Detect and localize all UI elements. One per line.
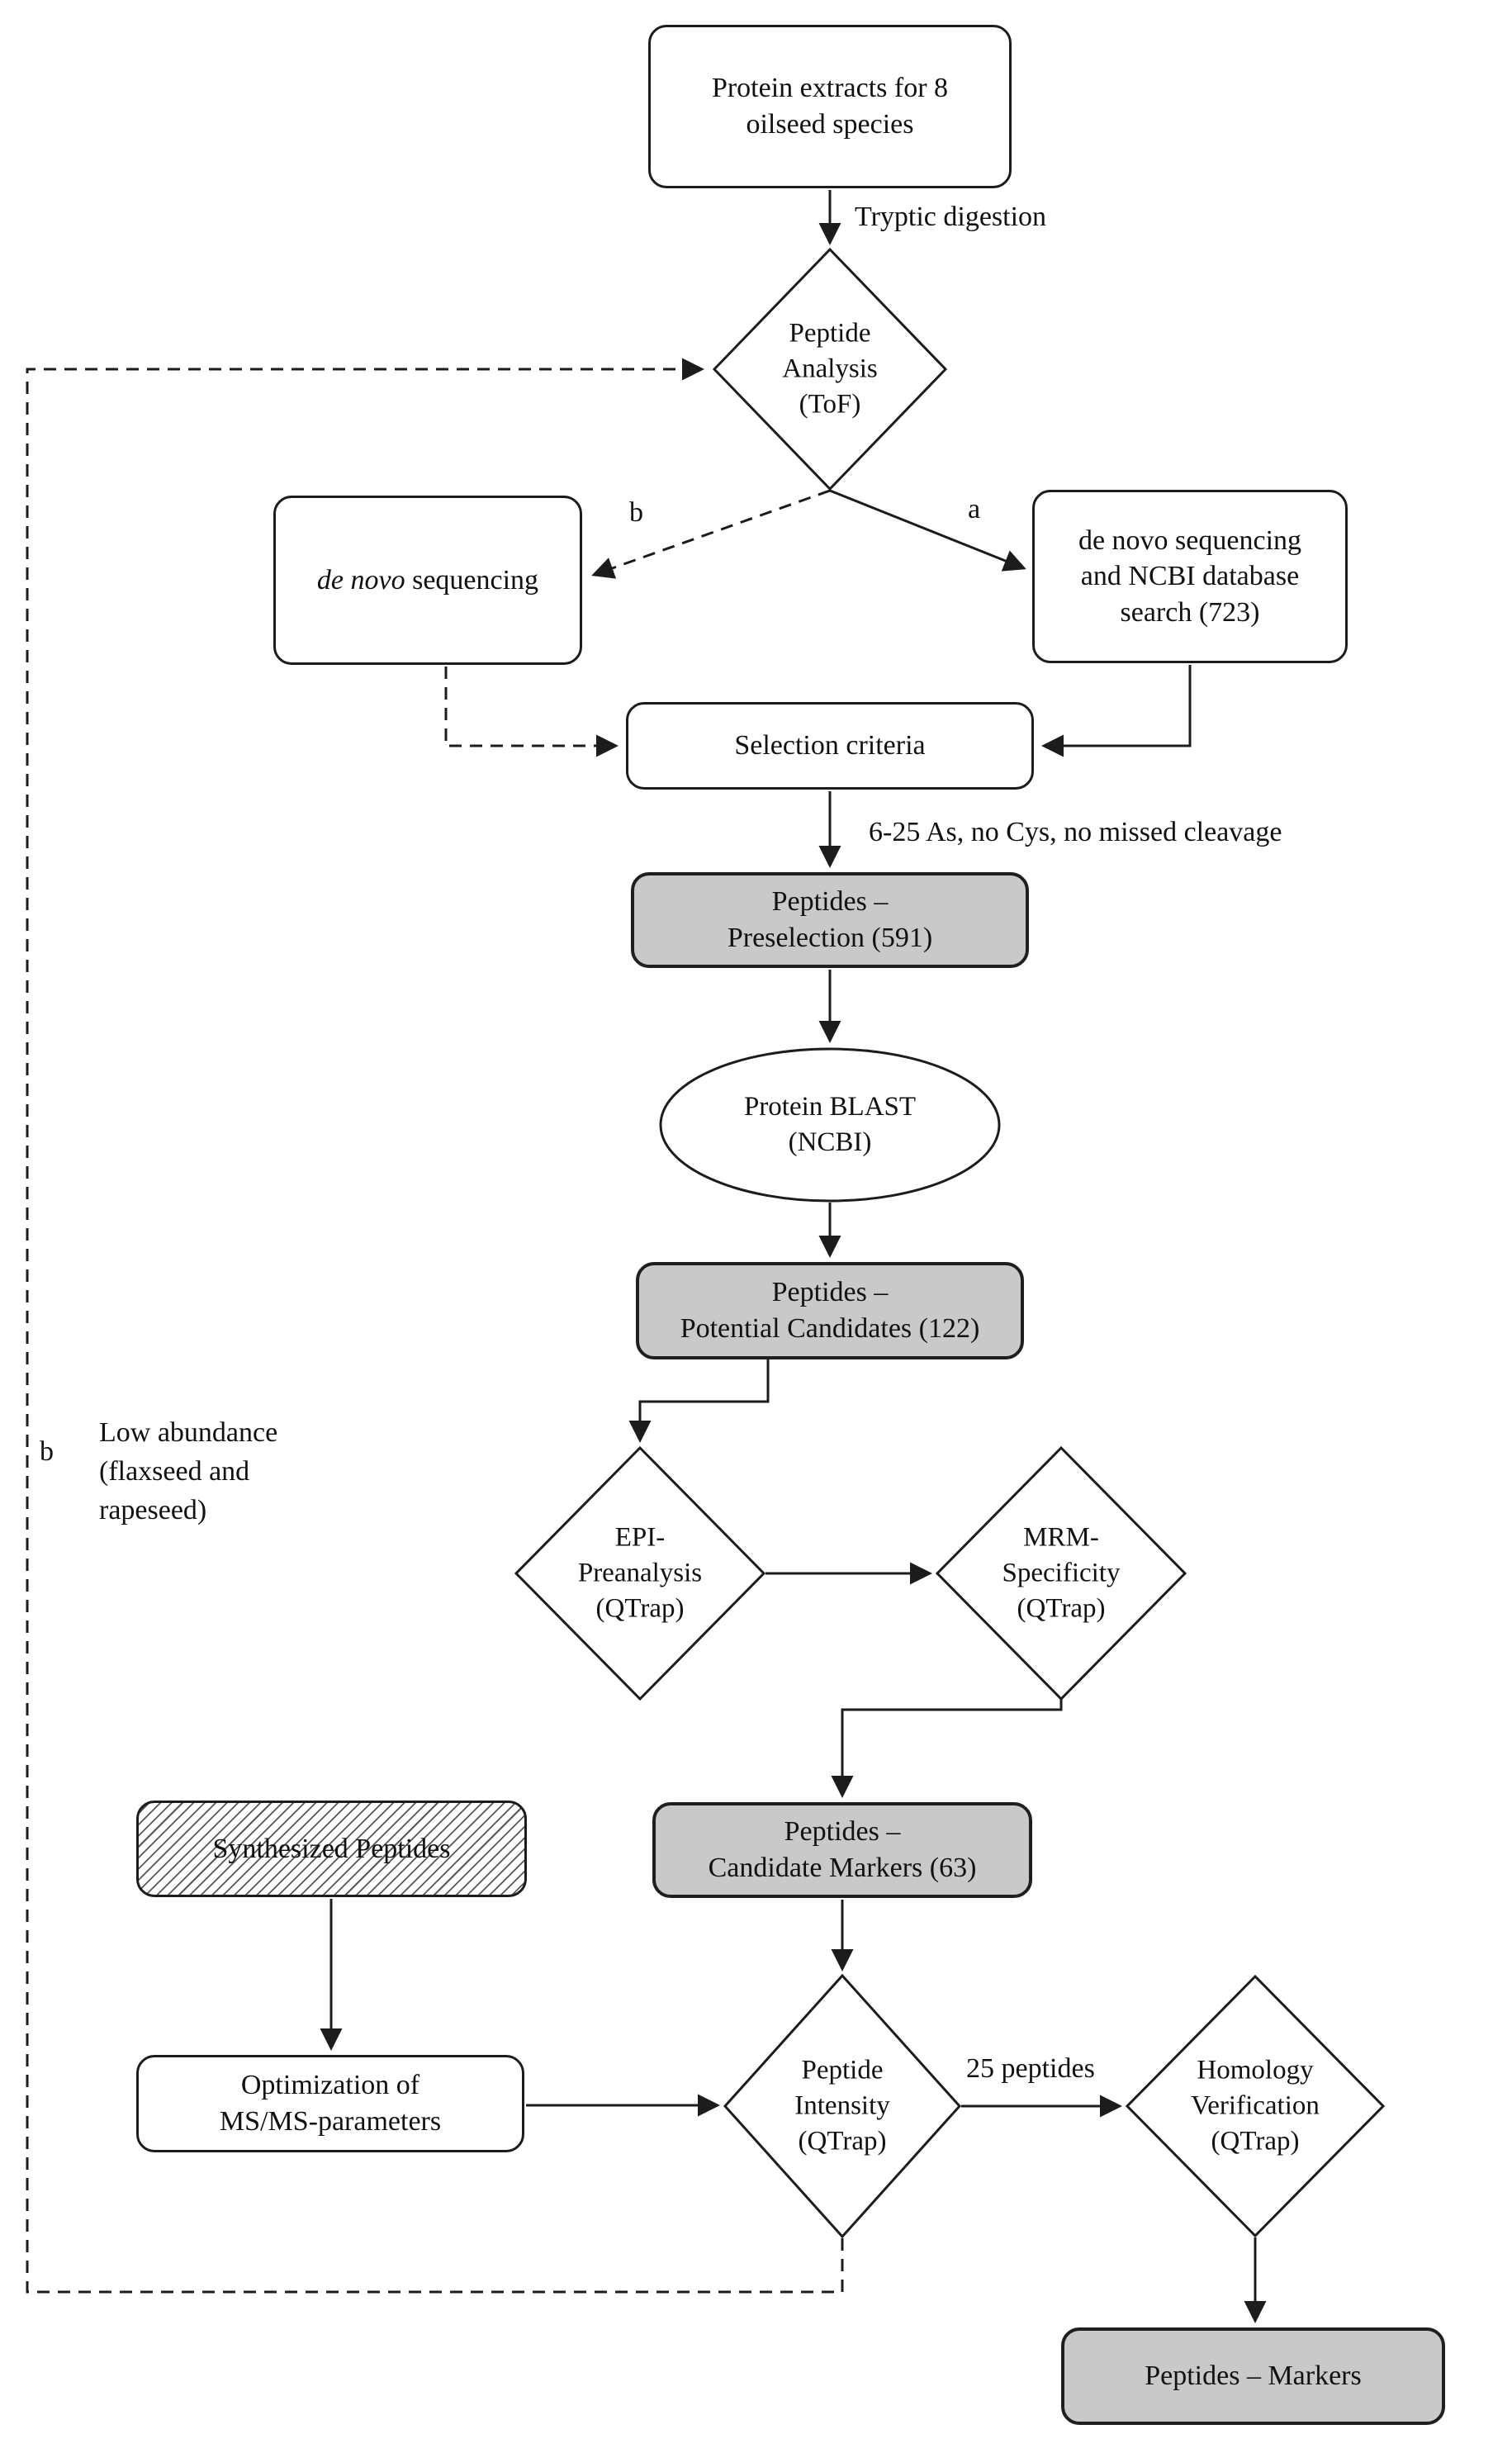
peptide-intensity-diamond <box>723 1973 962 2239</box>
edge-label-low-abundance: Low abundance (flaxseed and rapeseed) <box>99 1417 278 1525</box>
node-peptides-markers: Peptides – Markers <box>1061 2327 1445 2425</box>
node-optimization-msms: Optimization of MS/MS-parameters <box>136 2055 524 2152</box>
epi-preanalysis-diamond <box>514 1445 766 1701</box>
arrow-intensity-feedback-loop-dashed <box>26 358 844 2294</box>
edge-label-loop-b: b <box>40 1436 54 1467</box>
node-de-novo-sequencing: de novo sequencing <box>273 496 582 665</box>
node-selection-criteria: Selection criteria <box>626 702 1034 790</box>
label-epi-preanalysis: EPI- Preanalysis (QTrap) <box>577 1522 703 1624</box>
node-peptides-potential-candidates: Peptides – Potential Candidates (122) <box>636 1262 1024 1359</box>
peptide-analysis-diamond <box>712 247 948 491</box>
node-peptides-candidate-markers: Peptides – Candidate Markers (63) <box>652 1802 1032 1898</box>
node-synthesized-peptides: Synthesized Peptides <box>136 1801 527 1897</box>
label-protein-blast: Protein BLAST (NCBI) <box>743 1092 917 1157</box>
arrow-tof-to-denovo-dashed-b <box>591 489 831 579</box>
protein-blast-ellipse <box>659 1047 1001 1203</box>
de-novo-rest-text: sequencing <box>405 564 539 595</box>
node-de-novo-ncbi: de novo sequencing and NCBI database sea… <box>1032 490 1348 663</box>
label-peptide-analysis: Peptide Analysis (ToF) <box>782 318 878 420</box>
edge-label-tryptic-digestion: Tryptic digestion <box>855 202 1047 232</box>
homology-verification-diamond <box>1125 1974 1386 2238</box>
edge-label-branch-a: a <box>968 494 981 524</box>
edge-label-branch-b: b <box>629 497 643 528</box>
arrow-tof-to-ncbi-a <box>829 489 1026 572</box>
arrow-ncbi-to-selection <box>1041 665 1192 757</box>
de-novo-italic-text: de novo <box>316 564 405 595</box>
label-homology-verification: Homology Verification (QTrap) <box>1191 2055 1320 2156</box>
node-protein-extracts: Protein extracts for 8 oilseed species <box>648 25 1012 188</box>
arrow-mrm-to-candidate-markers <box>831 1699 1063 1798</box>
label-mrm-specificity: MRM- Specificity (QTrap) <box>1002 1522 1121 1624</box>
arrow-denovo-to-selection-dashed <box>444 667 619 757</box>
label-peptide-intensity: Peptide Intensity (QTrap) <box>794 2055 890 2156</box>
edge-label-25-peptides: 25 peptides <box>966 2053 1095 2084</box>
node-peptides-preselection: Peptides – Preselection (591) <box>631 872 1029 968</box>
mrm-specificity-diamond <box>935 1445 1187 1701</box>
arrow-candidates-to-epi <box>628 1359 770 1443</box>
edge-label-selection-criteria-note: 6-25 As, no Cys, no missed cleavage <box>869 817 1282 847</box>
